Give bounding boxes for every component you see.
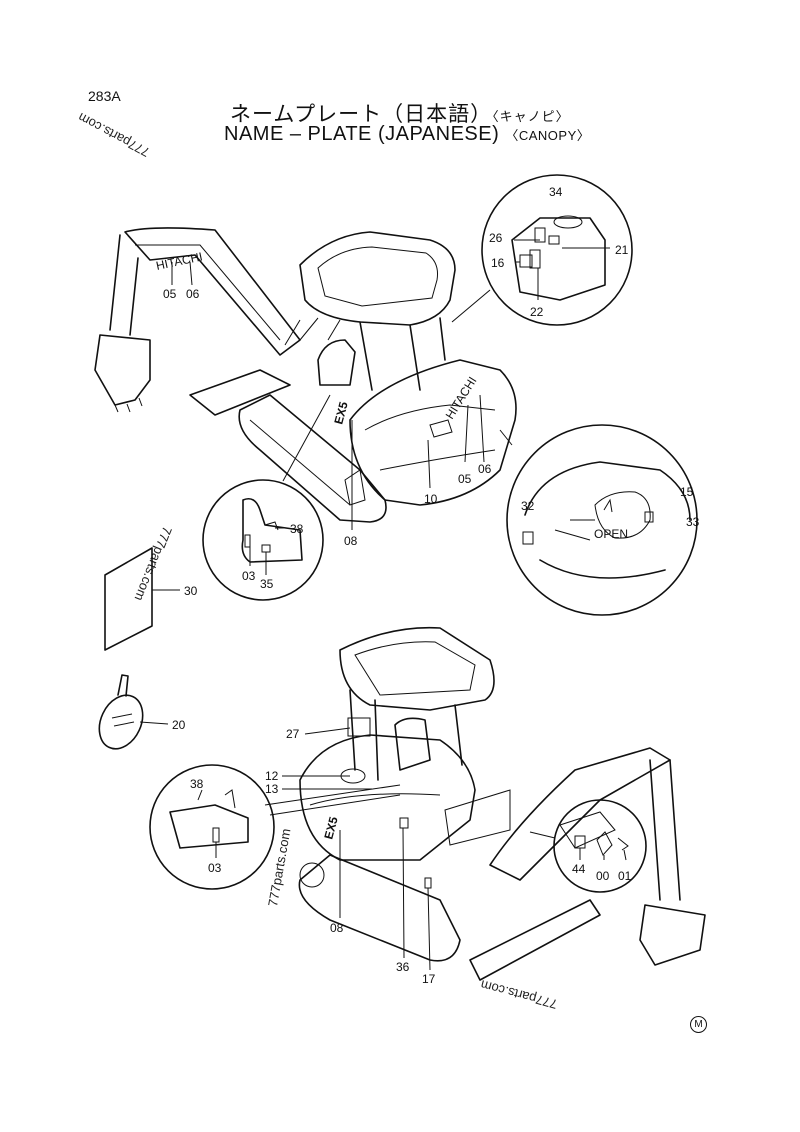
key-tag bbox=[98, 674, 169, 750]
m-mark: M bbox=[690, 1016, 707, 1033]
label-05-upper-boom: 05 bbox=[163, 287, 177, 301]
label-00: 00 bbox=[596, 869, 610, 883]
page-code: 283A bbox=[88, 88, 121, 104]
title-japanese: ネームプレート（日本語）〈キャノピ〉 bbox=[230, 98, 570, 128]
part-number-labels: 05 06 05 06 10 08 34 26 21 16 22 32 15 3… bbox=[163, 185, 700, 986]
label-32: 32 bbox=[521, 499, 535, 513]
boom-brand-text: HITACHI bbox=[155, 249, 204, 272]
label-44: 44 bbox=[572, 862, 586, 876]
label-22: 22 bbox=[530, 305, 544, 319]
label-01: 01 bbox=[618, 869, 632, 883]
label-05-upper-body: 05 bbox=[458, 472, 472, 486]
label-26: 26 bbox=[489, 231, 503, 245]
detail-circle-tank bbox=[451, 174, 633, 326]
model-badge-upper: EX5 bbox=[331, 400, 350, 426]
label-12: 12 bbox=[265, 769, 279, 783]
label-03-upper: 03 bbox=[242, 569, 256, 583]
label-38-upper: 38 bbox=[290, 522, 304, 536]
title-japanese-main: ネームプレート（日本語） bbox=[230, 102, 493, 126]
label-30: 30 bbox=[184, 584, 198, 598]
model-badge-lower: EX5 bbox=[321, 815, 340, 841]
title-english-sub: 〈CANOPY〉 bbox=[505, 128, 591, 143]
detail-circle-plates bbox=[529, 799, 647, 893]
label-08-upper: 08 bbox=[344, 534, 358, 548]
label-27: 27 bbox=[286, 727, 300, 741]
label-15: 15 bbox=[680, 485, 694, 499]
label-08-lower: 08 bbox=[330, 921, 344, 935]
title-japanese-sub: 〈キャノピ〉 bbox=[492, 110, 570, 125]
open-label: OPEN bbox=[594, 527, 628, 541]
label-16: 16 bbox=[491, 256, 505, 270]
label-10: 10 bbox=[424, 492, 438, 506]
title-english-main: NAME – PLATE (JAPANESE) bbox=[224, 123, 500, 145]
lower-excavator bbox=[298, 626, 706, 981]
label-21: 21 bbox=[615, 243, 629, 257]
manual-book bbox=[104, 547, 180, 651]
label-38-lower: 38 bbox=[190, 777, 204, 791]
label-03-lower: 03 bbox=[208, 861, 222, 875]
detail-circle-open bbox=[499, 424, 698, 616]
body-brand-text: HITACHI bbox=[443, 374, 480, 421]
label-06-upper-boom: 06 bbox=[186, 287, 200, 301]
label-33: 33 bbox=[686, 515, 700, 529]
label-36: 36 bbox=[396, 960, 410, 974]
title-english: NAME – PLATE (JAPANESE) 〈CANOPY〉 bbox=[224, 123, 590, 146]
label-35: 35 bbox=[260, 577, 274, 591]
detail-circle-lever-lower bbox=[149, 764, 401, 890]
label-34: 34 bbox=[549, 185, 563, 199]
detail-circle-lever-upper bbox=[202, 394, 331, 601]
label-17: 17 bbox=[422, 972, 436, 986]
label-06-upper-body: 06 bbox=[478, 462, 492, 476]
upper-excavator bbox=[94, 227, 517, 523]
label-13: 13 bbox=[265, 782, 279, 796]
label-20: 20 bbox=[172, 718, 186, 732]
